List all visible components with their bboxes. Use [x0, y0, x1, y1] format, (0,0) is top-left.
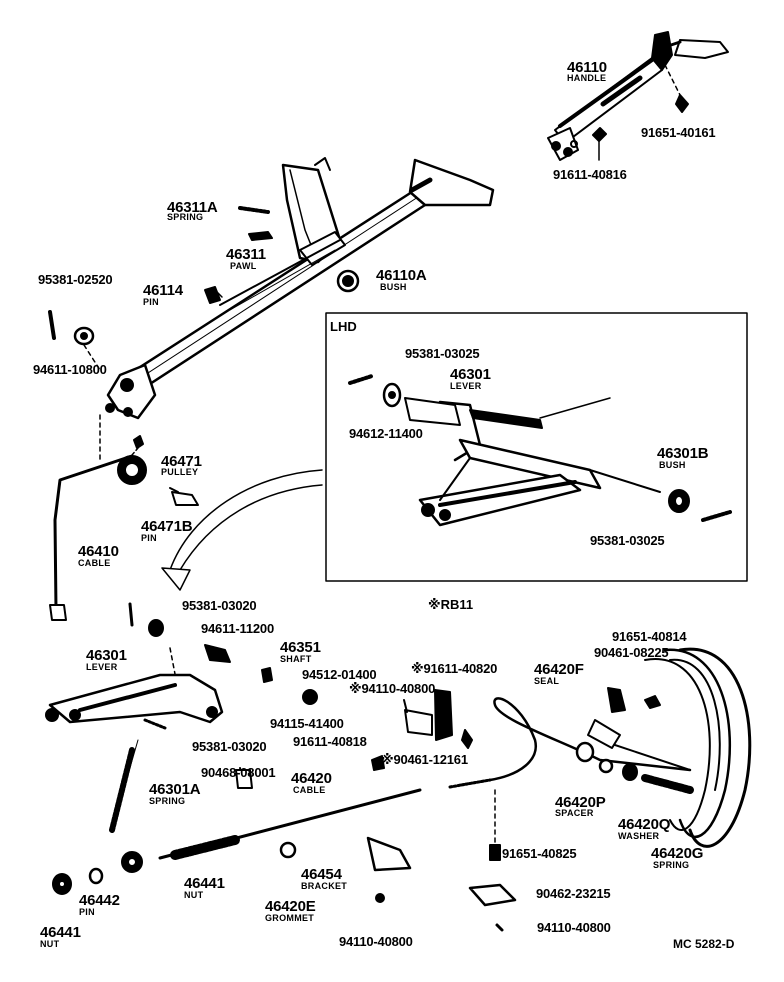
part-number-90468-08001: 90468-08001	[201, 765, 276, 780]
part-name-spacer: SPACER	[555, 808, 594, 818]
part-number-46441-nut-lower: 46441	[40, 924, 81, 941]
handle-small-drawing	[547, 31, 729, 161]
part-number-94110-40800-a: ※94110-40800	[349, 681, 436, 696]
part-number-94110-40800-c: 94110-40800	[537, 920, 611, 935]
part-number-46442: 46442	[79, 892, 120, 909]
part-number-46311: 46311	[226, 246, 266, 263]
part-number-90461-08225: 90461-08225	[594, 645, 669, 660]
part-number-90461-12161: ※90461-12161	[381, 752, 468, 767]
part-number-46110: 46110	[567, 59, 607, 76]
part-name-spring-46301a: SPRING	[149, 796, 186, 806]
part-name-lhd-bush: BUSH	[659, 460, 686, 470]
part-number-46471: 46471	[161, 453, 202, 470]
part-name-nut-upper: NUT	[184, 890, 204, 900]
handle-main-drawing	[48, 157, 495, 461]
part-name-seal: SEAL	[534, 676, 560, 686]
part-number-91651-40825: 91651-40825	[502, 846, 577, 861]
part-number-91611-40816: 91611-40816	[553, 167, 627, 182]
part-number-90462-23215: 90462-23215	[536, 886, 611, 901]
part-number-46420g: 46420G	[651, 845, 704, 862]
part-number-46454: 46454	[301, 866, 342, 883]
part-name-handle: HANDLE	[567, 73, 607, 83]
part-number-46471b: 46471B	[141, 518, 193, 535]
part-name-washer: WASHER	[618, 831, 660, 841]
part-number-lhd-46301b: 46301B	[657, 445, 709, 462]
lhd-lever-drawing	[348, 374, 732, 527]
part-name-cable-46420: CABLE	[293, 785, 326, 795]
part-number-91611-40820: ※91611-40820	[411, 661, 498, 676]
footer-drawing-code: MC 5282-D	[673, 937, 735, 951]
rear-cable-drawing	[52, 647, 752, 932]
part-number-46441-nut-upper: 46441	[184, 875, 225, 892]
part-number-46110a: 46110A	[376, 267, 427, 284]
part-number-46420f: 46420F	[534, 661, 584, 678]
part-name-pin-46114: PIN	[143, 297, 159, 307]
part-number-46410: 46410	[78, 543, 119, 560]
part-number-91651-40161: 91651-40161	[641, 125, 716, 140]
part-number-46301a: 46301A	[149, 781, 201, 798]
part-name-pulley: PULLEY	[161, 467, 199, 477]
lower-lever-drawing	[45, 602, 318, 833]
part-name-bracket: BRACKET	[301, 881, 348, 891]
part-number-46351: 46351	[280, 639, 321, 656]
model-note-rb11: ※RB11	[428, 597, 474, 612]
part-number-95381-03020-a: 95381-03020	[182, 598, 257, 613]
part-number-95381-03020-b: 95381-03020	[192, 739, 267, 754]
part-number-91651-40814: 91651-40814	[612, 629, 687, 644]
part-number-94611-11200: 94611-11200	[201, 621, 274, 636]
part-number-46420q: 46420Q	[618, 816, 671, 833]
part-number-95381-03025-bottom: 95381-03025	[590, 533, 665, 548]
part-name-bush-46110a: BUSH	[380, 282, 407, 292]
part-number-lhd-46301: 46301	[450, 366, 491, 383]
part-name-shaft: SHAFT	[280, 654, 312, 664]
part-name-pawl: PAWL	[230, 261, 257, 271]
part-number-46420: 46420	[291, 770, 332, 787]
part-number-94611-10800: 94611-10800	[33, 362, 107, 377]
part-number-94115-41400: 94115-41400	[270, 716, 344, 731]
part-name-spring-46420g: SPRING	[653, 860, 690, 870]
part-name-pin-46442: PIN	[79, 907, 95, 917]
lhd-inset-box	[325, 312, 748, 582]
part-name-lever: LEVER	[86, 662, 118, 672]
part-number-95381-03025-top: 95381-03025	[405, 346, 480, 361]
part-number-91611-40818: 91611-40818	[293, 734, 367, 749]
lhd-inset-label: LHD	[330, 319, 357, 334]
part-name-cable-46410: CABLE	[78, 558, 111, 568]
part-name-pin-46471b: PIN	[141, 533, 157, 543]
part-number-94612-11400: 94612-11400	[349, 426, 423, 441]
part-number-94110-40800-b: 94110-40800	[339, 934, 413, 949]
part-number-46311a: 46311A	[167, 199, 218, 216]
part-number-46301: 46301	[86, 647, 127, 664]
part-number-95381-02520: 95381-02520	[38, 272, 113, 287]
direction-arrow-drawing	[161, 469, 323, 591]
part-number-46420p: 46420P	[555, 794, 606, 811]
part-name-nut-lower: NUT	[40, 939, 60, 949]
part-number-94512-01400: 94512-01400	[302, 667, 377, 682]
part-number-46420e: 46420E	[265, 898, 316, 915]
part-name-spring-46311a: SPRING	[167, 212, 204, 222]
pulley-cable-drawing	[49, 435, 199, 621]
part-name-lhd-lever: LEVER	[450, 381, 482, 391]
part-number-46114: 46114	[143, 282, 183, 299]
part-name-grommet: GROMMET	[265, 913, 315, 923]
